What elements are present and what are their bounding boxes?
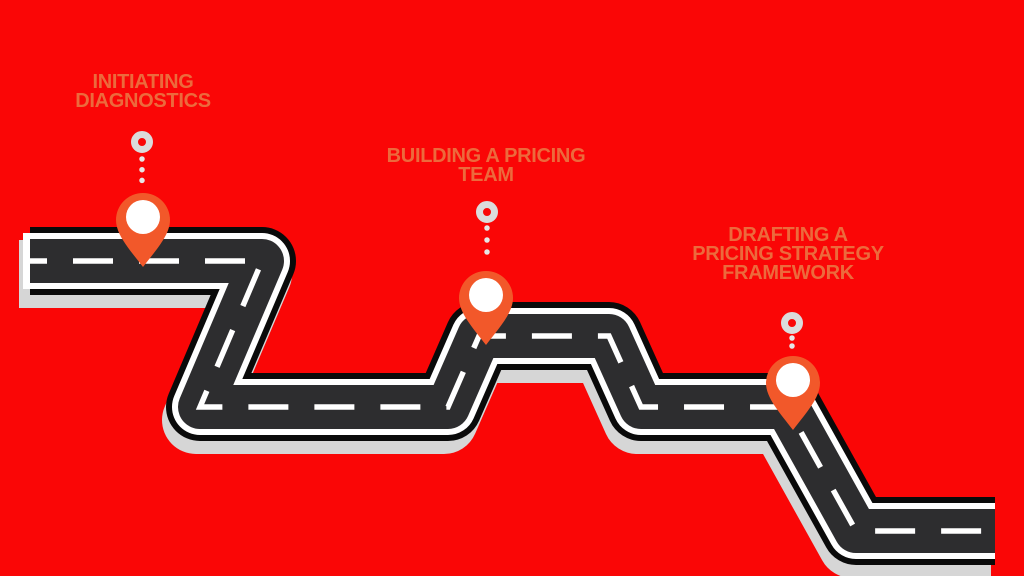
milestone-1-pin [116, 193, 170, 267]
label-line: DRAFTING A [728, 224, 848, 246]
road-center-line [27, 258, 995, 534]
label-line: INITIATING [92, 71, 194, 93]
label-line: BUILDING A PRICING [386, 145, 586, 167]
label-line: TEAM [458, 164, 514, 186]
pin-inner-circle [126, 200, 160, 234]
milestone-3-label: DRAFTING A PRICING STRATEGY FRAMEWORK [692, 224, 884, 284]
milestone-3-connector [781, 312, 803, 356]
pin-inner-circle [776, 363, 810, 397]
ring-icon [781, 312, 803, 334]
label-line: FRAMEWORK [722, 262, 854, 284]
ring-icon [131, 131, 153, 153]
pin-inner-circle [469, 278, 503, 312]
milestone-3-pin [766, 356, 820, 430]
milestone-2-connector [476, 201, 498, 267]
milestone-1-label: INITIATING DIAGNOSTICS [75, 71, 211, 112]
milestone-2-label: BUILDING A PRICING TEAM [386, 145, 586, 186]
ring-icon [476, 201, 498, 223]
label-line: DIAGNOSTICS [75, 90, 211, 112]
milestone-1-connector [131, 131, 153, 194]
milestone-2-pin [459, 271, 513, 345]
label-line: PRICING STRATEGY [692, 243, 884, 265]
